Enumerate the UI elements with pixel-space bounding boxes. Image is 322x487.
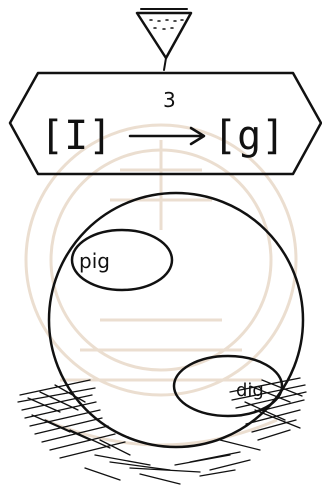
rule-box: [I] 3 [g] xyxy=(10,73,321,174)
rule-target: [g] xyxy=(213,113,285,159)
rule-count: 3 xyxy=(163,88,176,112)
funnel-icon xyxy=(137,9,191,70)
word-label-pig: pig xyxy=(79,249,110,273)
word-bubble-pig: pig xyxy=(72,230,172,290)
word-label-dig: dig xyxy=(236,380,264,401)
rule-source: [I] xyxy=(40,113,112,159)
word-bubble-dig: dig xyxy=(174,356,282,416)
arrow-right-icon xyxy=(130,128,204,144)
